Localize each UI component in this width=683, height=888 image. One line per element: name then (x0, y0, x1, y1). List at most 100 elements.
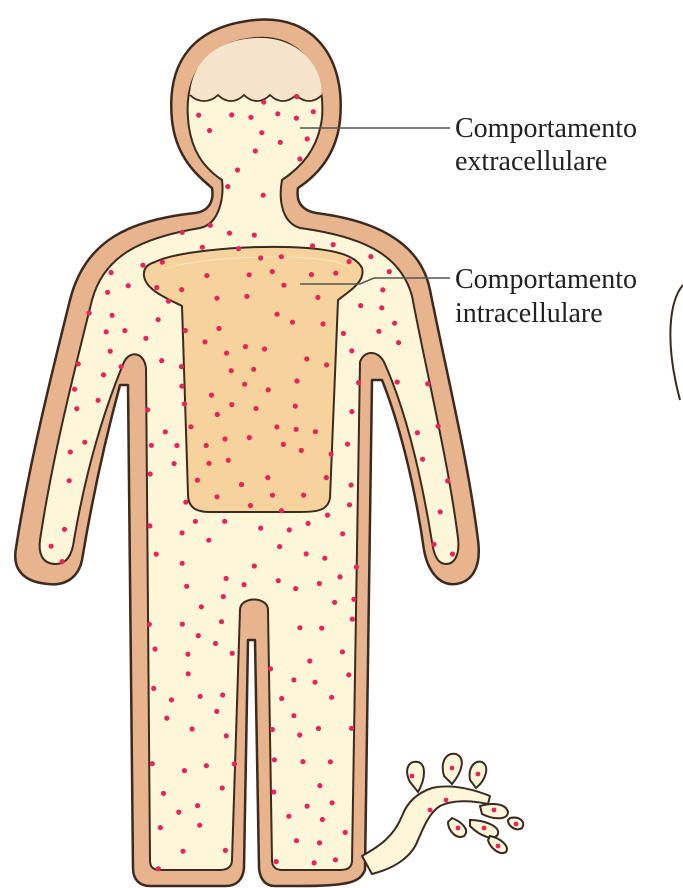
solute-dot-icon (67, 478, 72, 483)
solute-dot-icon (216, 326, 221, 331)
solute-dot-icon (229, 368, 234, 373)
solute-dot-icon (199, 604, 204, 609)
solute-dot-icon (247, 272, 252, 277)
solute-dot-icon (294, 116, 299, 121)
solute-dot-icon (297, 625, 302, 630)
solute-dot-icon (223, 848, 228, 853)
solute-dot-icon (224, 351, 229, 356)
solute-dot-icon (319, 626, 324, 631)
solute-dot-icon (272, 757, 277, 762)
solute-dot-icon (96, 398, 101, 403)
solute-dot-icon (376, 329, 381, 334)
solute-dot-icon (213, 641, 218, 646)
solute-dot-icon (268, 666, 273, 671)
solute-dot-icon (281, 442, 286, 447)
solute-dot-icon (514, 822, 519, 827)
solute-dot-icon (297, 156, 302, 161)
solute-dot-icon (301, 493, 306, 498)
solute-dot-icon (395, 379, 400, 384)
solute-dot-icon (262, 346, 267, 351)
solute-dot-icon (294, 427, 299, 432)
solute-dot-icon (49, 544, 54, 549)
solute-dot-icon (420, 457, 425, 462)
solute-dot-icon (184, 584, 189, 589)
solute-dot-icon (169, 697, 174, 702)
solute-dot-icon (82, 440, 87, 445)
solute-dot-icon (251, 367, 256, 372)
solute-dot-icon (197, 823, 202, 828)
solute-dot-icon (172, 461, 177, 466)
solute-dot-icon (150, 761, 155, 766)
solute-dot-icon (180, 230, 185, 235)
solute-dot-icon (147, 523, 152, 528)
solute-dot-icon (140, 263, 145, 268)
solute-dot-icon (219, 619, 224, 624)
solute-dot-icon (368, 254, 373, 259)
solute-dot-icon (222, 436, 227, 441)
solute-dot-icon (236, 246, 241, 251)
solute-dot-icon (180, 561, 185, 566)
solute-dot-icon (110, 313, 115, 318)
solute-dot-icon (270, 269, 275, 274)
solute-dot-icon (300, 759, 305, 764)
solute-dot-icon (147, 622, 152, 627)
solute-dot-icon (349, 482, 354, 487)
solute-dot-icon (309, 272, 314, 277)
solute-dot-icon (276, 578, 281, 583)
solute-dot-icon (496, 844, 501, 849)
solute-dot-icon (215, 412, 220, 417)
solute-dot-icon (290, 320, 295, 325)
solute-dot-icon (108, 349, 113, 354)
solute-dot-icon (343, 830, 348, 835)
solute-dot-icon (186, 671, 191, 676)
solute-dot-icon (291, 713, 296, 718)
solute-dot-icon (206, 461, 211, 466)
solute-dot-icon (351, 597, 356, 602)
solute-dot-icon (176, 810, 181, 815)
solute-dot-icon (332, 600, 337, 605)
solute-dot-icon (226, 458, 231, 463)
solute-dot-icon (279, 254, 284, 259)
solute-dot-icon (304, 356, 309, 361)
solute-dot-icon (225, 184, 230, 189)
solute-dot-icon (317, 840, 322, 845)
solute-dot-icon (329, 451, 334, 456)
solute-dot-icon (206, 538, 211, 543)
label-intracellular-line1: Comportamento (455, 264, 637, 295)
solute-dot-icon (152, 646, 157, 651)
solute-dot-icon (156, 317, 161, 322)
adjacent-figure-edge (670, 285, 683, 400)
solute-dot-icon (200, 245, 205, 250)
solute-dot-icon (293, 586, 298, 591)
solute-dot-icon (261, 193, 266, 198)
solute-dot-icon (277, 544, 282, 549)
solute-dot-icon (341, 331, 346, 336)
solute-dot-icon (161, 791, 166, 796)
solute-dot-icon (324, 362, 329, 367)
solute-dot-icon (313, 429, 318, 434)
solute-dot-icon (271, 789, 276, 794)
solute-dot-icon (214, 709, 219, 714)
solute-dot-icon (299, 448, 304, 453)
solute-dot-icon (62, 527, 67, 532)
solute-dot-icon (148, 471, 153, 476)
solute-dot-icon (164, 716, 169, 721)
solute-dot-icon (119, 364, 124, 369)
solute-dot-icon (278, 140, 283, 145)
solute-dot-icon (207, 128, 212, 133)
solute-dot-icon (104, 329, 109, 334)
solute-dot-icon (438, 509, 443, 514)
solute-dot-icon (182, 401, 187, 406)
solute-dot-icon (209, 393, 214, 398)
solute-dot-icon (87, 311, 92, 316)
solute-dot-icon (310, 243, 315, 248)
solute-dot-icon (193, 519, 198, 524)
solute-dot-icon (259, 130, 264, 135)
solute-dot-icon (154, 285, 159, 290)
solute-dot-icon (317, 783, 322, 788)
solute-dot-icon (253, 406, 258, 411)
solute-dot-icon (185, 652, 190, 657)
solute-dot-icon (68, 449, 73, 454)
solute-dot-icon (349, 409, 354, 414)
